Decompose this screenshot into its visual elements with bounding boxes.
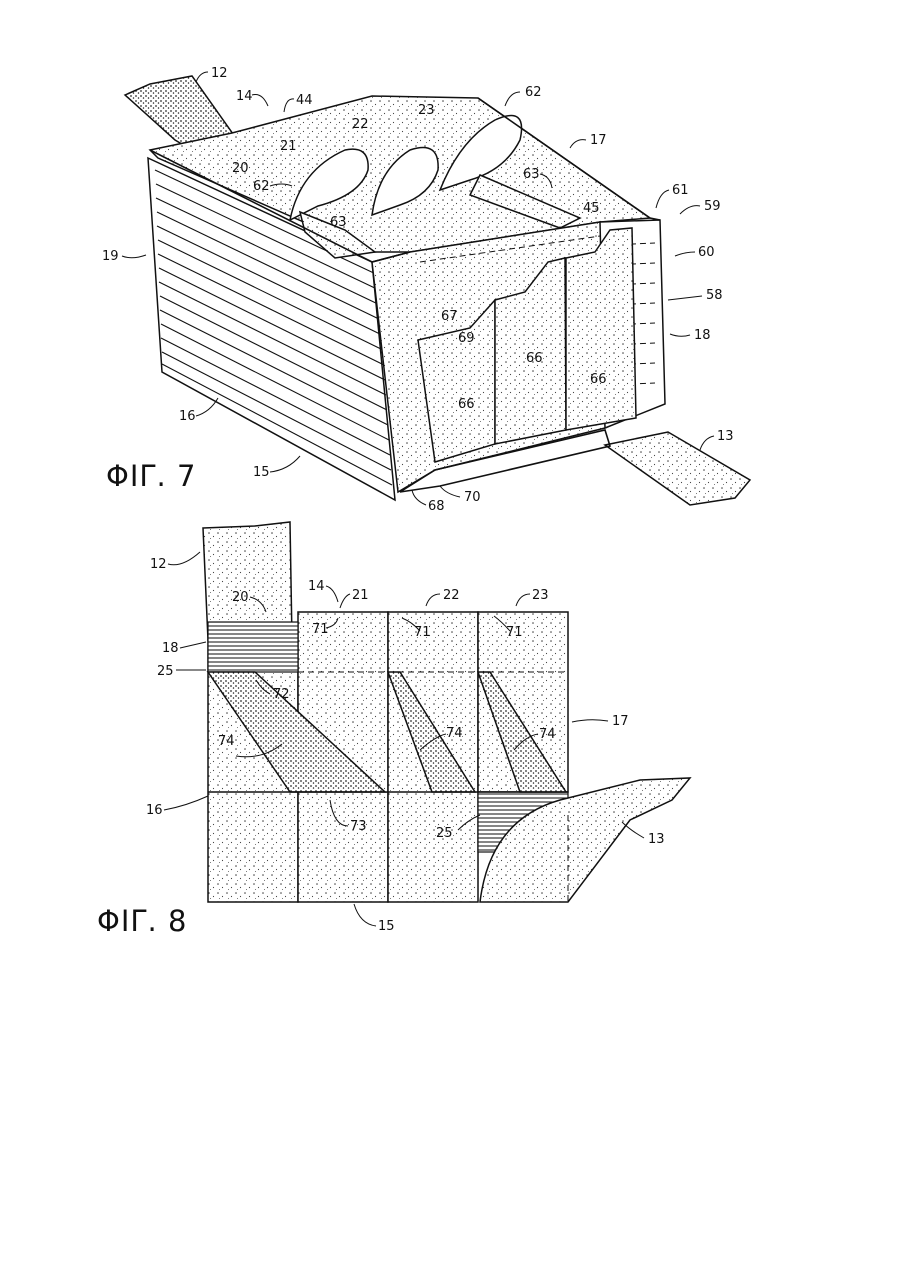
fig8-label: 25 [436, 826, 453, 841]
fig7-label: 60 [698, 245, 715, 260]
fig7-label: 44 [296, 93, 313, 108]
fig7-label: 45 [583, 201, 600, 216]
fig7-label: 18 [694, 328, 711, 343]
fig8-label: 71 [506, 625, 523, 640]
fig7-label: 68 [428, 499, 445, 514]
fig7-label: 19 [102, 249, 119, 264]
figure-7 [125, 76, 750, 505]
fig7-label: 58 [706, 288, 723, 303]
fig8-label: 22 [443, 588, 460, 603]
fig7-label: 20 [232, 161, 249, 176]
fig8-label: 23 [532, 588, 549, 603]
fig8-label: 71 [312, 622, 329, 637]
fig7-label: 16 [179, 409, 196, 424]
fig8-label: 74 [218, 734, 235, 749]
fig8-label: 12 [150, 557, 167, 572]
figure-8 [203, 522, 690, 902]
fig7-label: 14 [236, 89, 253, 104]
fig7-label: 22 [352, 117, 369, 132]
fig8-label: 15 [378, 919, 395, 934]
fig7-label: 59 [704, 199, 721, 214]
fig8-label: 72 [273, 687, 290, 702]
fig8-label: 25 [157, 664, 174, 679]
fig7-label: 63 [523, 167, 540, 182]
fig7-label: 69 [458, 331, 475, 346]
fig8-label: 18 [162, 641, 179, 656]
fig7-label: 62 [253, 179, 270, 194]
fig8-label: 73 [350, 819, 367, 834]
fig7-label: 21 [280, 139, 297, 154]
fig8-label: 13 [648, 832, 665, 847]
fig7-label: 63 [330, 215, 347, 230]
fig7-label: 62 [525, 85, 542, 100]
fig7-caption: ΦΙΓ. 7 [106, 459, 196, 493]
fig7-label: 67 [441, 309, 458, 324]
fig8-band-18 [208, 622, 298, 672]
fig8-caption: ΦΙΓ. 8 [97, 904, 187, 938]
fig8-label: 14 [308, 579, 325, 594]
fig7-label: 66 [590, 372, 607, 387]
fig7-label: 13 [717, 429, 734, 444]
fig7-label: 61 [672, 183, 689, 198]
fig7-label: 66 [526, 351, 543, 366]
fig7-label: 17 [590, 133, 607, 148]
fig7-label: 12 [211, 66, 228, 81]
fig7-label: 70 [464, 490, 481, 505]
fig8-label: 16 [146, 803, 163, 818]
fig8-label: 74 [539, 727, 556, 742]
fig8-label: 17 [612, 714, 629, 729]
fig7-label: 66 [458, 397, 475, 412]
panel-66-c [566, 228, 636, 430]
fig8-label: 20 [232, 590, 249, 605]
fig8-label: 74 [446, 726, 463, 741]
fig8-label: 21 [352, 588, 369, 603]
fig7-label: 15 [253, 465, 270, 480]
fig7-label: 23 [418, 103, 435, 118]
